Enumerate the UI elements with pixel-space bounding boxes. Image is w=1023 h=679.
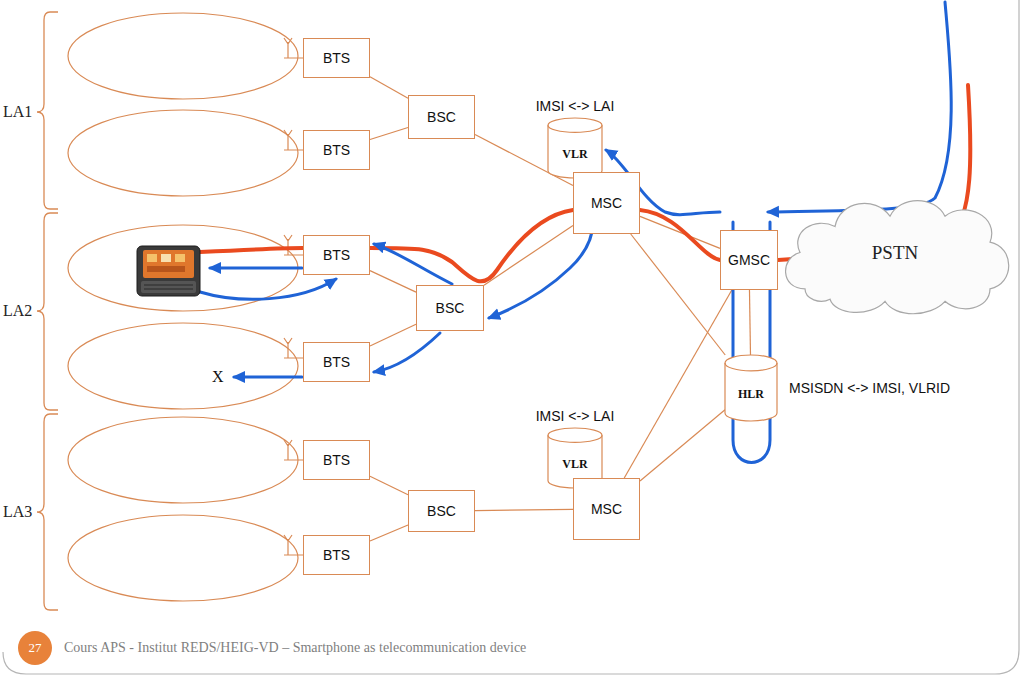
signalling-arrow xyxy=(210,267,302,270)
node-label: HLR xyxy=(738,375,764,402)
bts-box: BTS xyxy=(303,235,370,275)
bsc-box: BSC xyxy=(416,285,484,331)
cell xyxy=(68,110,298,196)
bracket xyxy=(37,12,58,209)
smartphone-icon xyxy=(137,246,200,296)
phone-icon xyxy=(147,266,185,272)
bsc-box: BSC xyxy=(408,95,475,139)
node-label: BTS xyxy=(323,452,350,468)
link-line xyxy=(475,509,573,510)
signalling-arrow xyxy=(374,244,452,284)
phone-icon xyxy=(175,254,185,262)
antenna-symbol xyxy=(284,130,303,150)
link-line xyxy=(370,77,408,98)
antenna-symbol xyxy=(284,235,303,255)
mapping-note: MSISDN <-> IMSI, VLRID xyxy=(789,380,950,396)
antenna-symbol xyxy=(284,535,303,555)
link-line xyxy=(749,290,750,355)
phone-screen xyxy=(143,250,194,278)
link-line xyxy=(640,410,725,481)
cylinder-rim xyxy=(725,363,777,371)
phone-icon xyxy=(161,254,171,262)
bts-box: BTS xyxy=(303,535,370,575)
link-line xyxy=(370,324,416,346)
link-line xyxy=(640,216,720,248)
node-label: BTS xyxy=(323,247,350,263)
bracket xyxy=(37,414,58,610)
link-line xyxy=(624,290,732,478)
phone-icon xyxy=(147,254,157,262)
cell xyxy=(68,417,298,503)
node-label: BSC xyxy=(427,109,456,125)
link-line xyxy=(370,128,408,140)
vlr-database: IMSI <-> LAIVLR xyxy=(548,118,602,178)
cylinder-rim xyxy=(548,435,602,442)
phone-keyboard xyxy=(141,281,196,293)
cells xyxy=(68,13,298,601)
footer-text: Cours APS - Institut REDS/HEIG-VD – Smar… xyxy=(64,639,526,657)
antenna-symbol xyxy=(284,38,303,58)
link-line xyxy=(370,476,408,494)
unreached-mark: X xyxy=(212,367,224,387)
link-line xyxy=(370,271,416,292)
msc-box: MSC xyxy=(573,478,640,540)
location-area-label: LA2 xyxy=(3,301,32,321)
cell xyxy=(68,13,298,99)
node-label: VLR xyxy=(562,135,587,162)
location-area-brackets xyxy=(37,12,58,610)
node-label: BSC xyxy=(436,300,465,316)
bsc-box: BSC xyxy=(408,490,475,532)
link-line xyxy=(631,234,726,355)
slide-frame xyxy=(3,0,1019,674)
signalling-arrow xyxy=(234,376,302,379)
node-label: GMSC xyxy=(728,252,770,268)
node-label: MSC xyxy=(591,195,622,211)
node-label: VLR xyxy=(562,445,587,472)
signalling-arrow xyxy=(200,279,336,299)
bts-box: BTS xyxy=(303,38,370,78)
cylinder-rim xyxy=(548,125,602,132)
node-label: BTS xyxy=(323,354,350,370)
bts-box: BTS xyxy=(303,130,370,170)
location-area-label: LA3 xyxy=(3,502,32,522)
page-badge xyxy=(18,631,52,665)
page-number: 27 xyxy=(17,640,53,656)
cell xyxy=(68,515,298,601)
gmsc-box: GMSC xyxy=(720,230,778,290)
location-area-label: LA1 xyxy=(3,102,32,122)
node-label: PSTN xyxy=(872,242,918,264)
antenna-symbol xyxy=(284,338,303,358)
cell xyxy=(68,323,298,409)
cylinder-body xyxy=(725,355,777,421)
msc-box: MSC xyxy=(573,172,640,234)
pstn-cloud: PSTN xyxy=(775,185,1015,320)
bts-box: BTS xyxy=(303,440,370,480)
mapping-note: IMSI <-> LAI xyxy=(536,408,615,424)
signalling-arrow xyxy=(768,2,951,212)
node-label: BTS xyxy=(323,142,350,158)
link-line xyxy=(370,525,408,541)
phone-keys xyxy=(144,285,193,289)
hlr-database: HLRMSISDN <-> IMSI, VLRID xyxy=(725,355,777,421)
mapping-note: IMSI <-> LAI xyxy=(536,98,615,114)
cylinder-body xyxy=(548,118,602,178)
node-label: MSC xyxy=(591,501,622,517)
cloud-shape xyxy=(786,201,1009,314)
bts-box: BTS xyxy=(303,342,370,382)
bracket xyxy=(37,213,58,410)
node-label: BSC xyxy=(427,503,456,519)
signalling-arrow xyxy=(374,333,440,372)
node-label: BTS xyxy=(323,547,350,563)
phone-body xyxy=(137,246,200,296)
node-label: BTS xyxy=(323,50,350,66)
antenna-symbol xyxy=(284,440,303,460)
